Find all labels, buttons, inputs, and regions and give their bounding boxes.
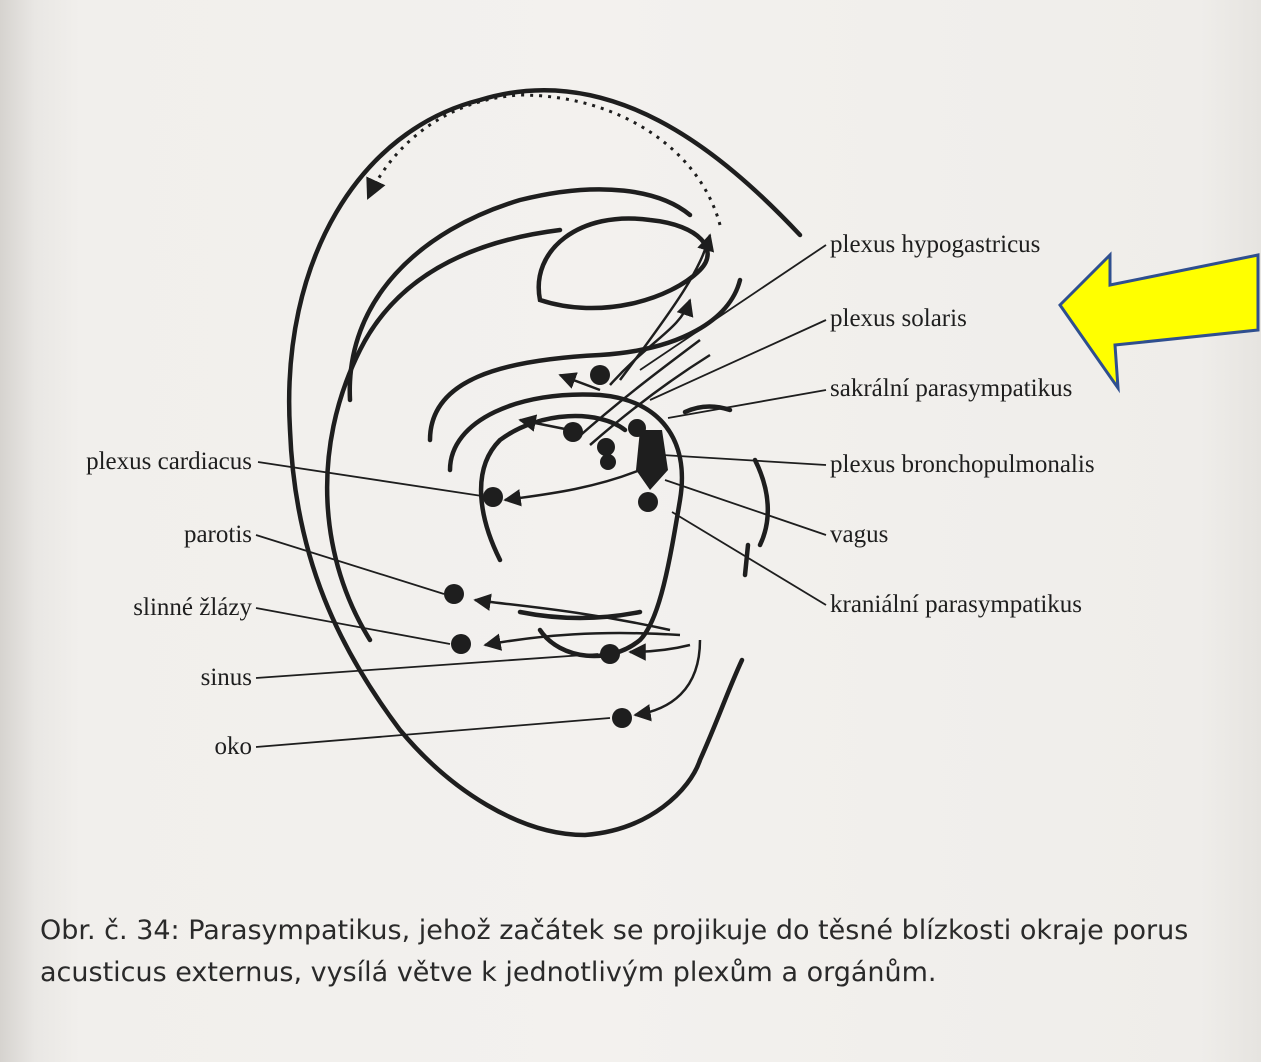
label-vagus: vagus [830, 520, 888, 550]
branch-slinne [485, 633, 680, 645]
label-parotis: parotis [30, 520, 252, 550]
dark-wedge [636, 430, 668, 490]
label-oko: oko [30, 732, 252, 762]
leader-sinus [256, 654, 598, 678]
leader-parotis [256, 535, 444, 594]
label-plexus-bronchopulmonalis: plexus bronchopulmonalis [830, 450, 1095, 480]
label-plexus-solaris: plexus solaris [830, 304, 967, 334]
leader-hypogastricus [640, 245, 826, 370]
leader-solaris [650, 320, 826, 400]
point-sinus [600, 644, 620, 664]
branch-hypogastricus [620, 235, 710, 380]
label-plexus-cardiacus: plexus cardiacus [30, 447, 252, 477]
label-plexus-hypogastricus: plexus hypogastricus [830, 230, 1040, 260]
point-oko [612, 708, 632, 728]
tragus-stroke [755, 460, 768, 545]
highlight-arrow [1060, 255, 1258, 388]
concha-inner [481, 416, 625, 560]
point-cardiacus [483, 487, 503, 507]
leader-kranialni [672, 512, 826, 605]
point-parotis [444, 584, 464, 604]
branch-solaris [610, 300, 690, 385]
leader-sacral [668, 390, 826, 418]
antihelix-line [327, 230, 560, 640]
label-sakralni-parasympatikus: sakrální parasympatikus [830, 374, 1072, 404]
leader-broncho [662, 455, 826, 465]
label-kranialni-parasympatikus: kraniální parasympatikus [830, 590, 1082, 620]
branch-cardiacus [505, 470, 640, 500]
point-kranialni [638, 492, 658, 512]
branch-sinus [630, 645, 690, 652]
label-slinne-zlazy: slinné žlázy [30, 593, 252, 623]
figure-caption: Obr. č. 34: Parasympatikus, jehož začáte… [40, 910, 1210, 994]
point-hypogastricus [590, 365, 610, 385]
label-sinus: sinus [30, 663, 252, 693]
leader-oko [256, 718, 610, 747]
point-vagus [600, 454, 616, 470]
point-solaris [597, 438, 615, 456]
branch-parotis [475, 600, 670, 630]
helix-dashed-arrow [368, 95, 720, 225]
tragus-stroke-2 [745, 545, 748, 575]
point-sacral [563, 422, 583, 442]
point-slinne [451, 634, 471, 654]
leader-vagus [665, 480, 826, 535]
